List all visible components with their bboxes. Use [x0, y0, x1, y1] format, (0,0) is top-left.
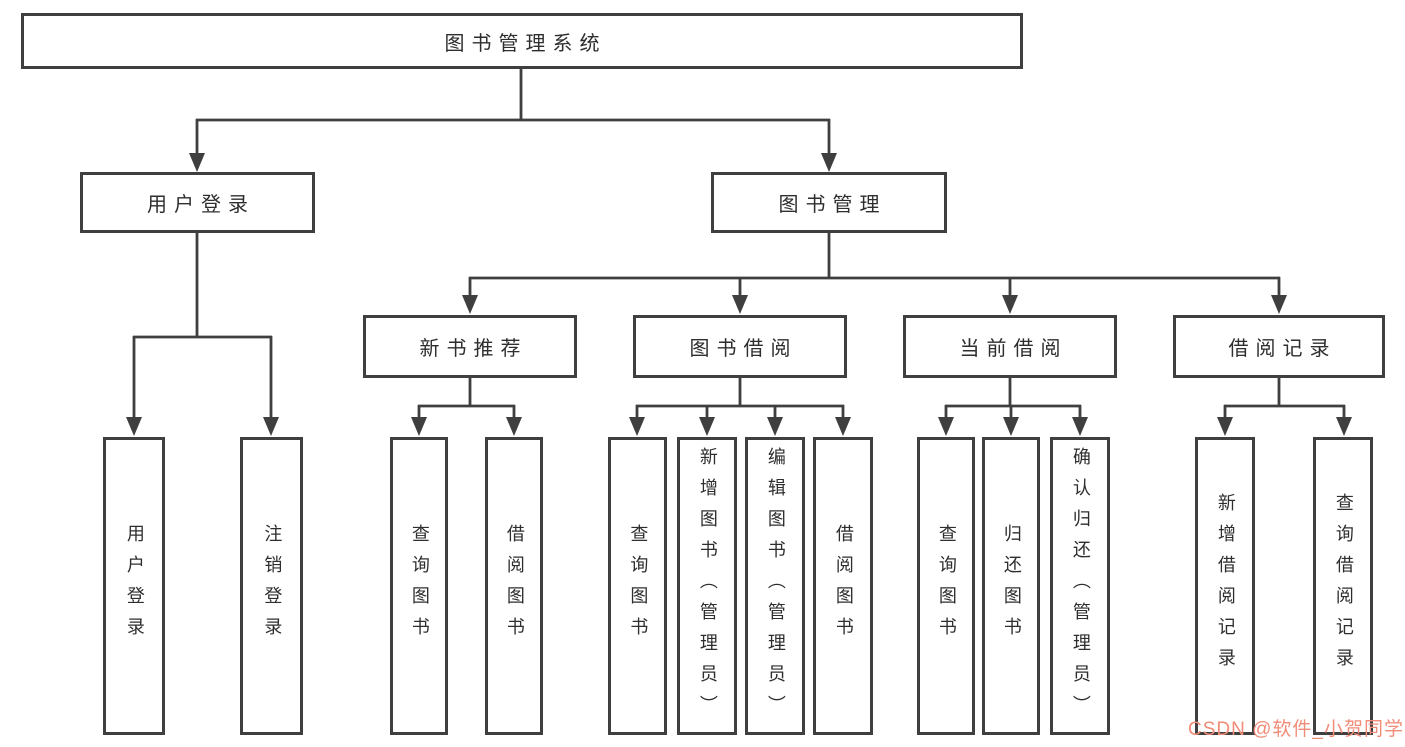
leaf-bb-add-book-admin-label: 新增图书（管理员）: [697, 446, 718, 726]
leaf-cb-confirm-return-admin: 确认归还（管理员）: [1050, 437, 1110, 735]
leaf-logout: 注销登录: [240, 437, 303, 735]
leaf-cb-query-book: 查询图书: [917, 437, 975, 735]
node-book-management-label: 图书管理: [778, 194, 887, 216]
leaf-nb-query-book-label: 查询图书: [409, 524, 430, 648]
leaf-rec-query-record: 查询借阅记录: [1313, 437, 1373, 735]
node-user-login-label: 用户登录: [147, 194, 255, 216]
node-root: 图书管理系统: [21, 13, 1023, 69]
leaf-bb-query-book-label: 查询图书: [628, 524, 649, 648]
leaf-nb-query-book: 查询图书: [390, 437, 448, 735]
leaf-rec-query-record-label: 查询借阅记录: [1333, 493, 1354, 679]
node-borrow-records-label: 借阅记录: [1228, 338, 1337, 360]
node-current-borrow-label: 当前借阅: [959, 338, 1068, 360]
node-book-management: 图书管理: [711, 172, 947, 233]
leaf-nb-borrow-book: 借阅图书: [485, 437, 543, 735]
node-book-borrow: 图书借阅: [633, 315, 847, 378]
node-borrow-records: 借阅记录: [1173, 315, 1385, 378]
leaf-cb-return-book: 归还图书: [982, 437, 1040, 735]
node-current-borrow: 当前借阅: [903, 315, 1117, 378]
leaf-rec-add-record-label: 新增借阅记录: [1215, 493, 1236, 679]
leaf-logout-label: 注销登录: [262, 524, 283, 648]
watermark: CSDN @软件_小贺同学: [1188, 719, 1404, 740]
leaf-bb-query-book: 查询图书: [608, 437, 667, 735]
leaf-bb-edit-book-admin: 编辑图书（管理员）: [745, 437, 805, 735]
leaf-bb-edit-book-admin-label: 编辑图书（管理员）: [765, 446, 786, 726]
leaf-cb-confirm-return-admin-label: 确认归还（管理员）: [1070, 446, 1091, 726]
leaf-bb-borrow-book: 借阅图书: [813, 437, 873, 735]
leaf-bb-borrow-book-label: 借阅图书: [833, 524, 854, 648]
leaf-nb-borrow-book-label: 借阅图书: [504, 524, 525, 648]
node-new-book-recommend: 新书推荐: [363, 315, 577, 378]
node-root-label: 图书管理系统: [444, 32, 607, 55]
node-book-borrow-label: 图书借阅: [689, 338, 798, 360]
node-new-book-recommend-label: 新书推荐: [419, 338, 528, 360]
leaf-user-login-label: 用户登录: [124, 524, 145, 648]
leaf-bb-add-book-admin: 新增图书（管理员）: [677, 437, 737, 735]
leaf-user-login: 用户登录: [103, 437, 165, 735]
leaf-cb-return-book-label: 归还图书: [1001, 524, 1022, 648]
leaf-cb-query-book-label: 查询图书: [936, 524, 957, 648]
node-user-login: 用户登录: [80, 172, 315, 233]
leaf-rec-add-record: 新增借阅记录: [1195, 437, 1255, 735]
